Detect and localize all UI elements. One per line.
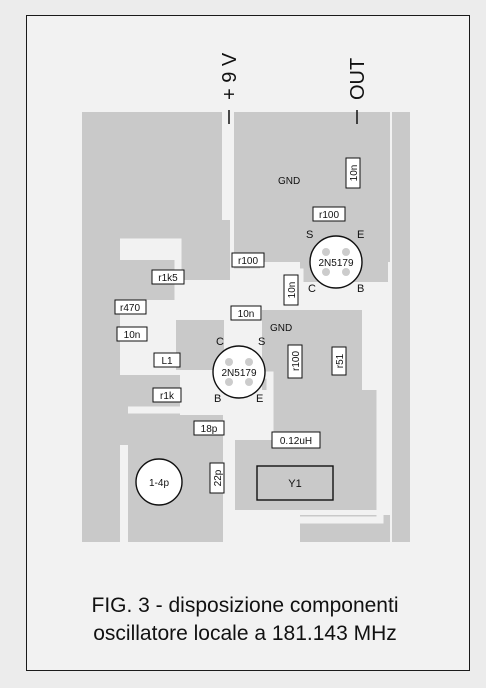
c-vert-label: 10n	[287, 282, 298, 299]
l1-label: L1	[161, 356, 173, 367]
q1-part: 2N5179	[318, 258, 353, 269]
q1-pin-b: B	[357, 283, 364, 295]
c-mid-label: 10n	[238, 309, 255, 320]
q2-pin-e: E	[256, 393, 263, 405]
q2-pad-2	[245, 358, 253, 366]
supply-label: + 9 V	[219, 52, 241, 100]
gap-6	[226, 510, 300, 534]
trimmer-body	[135, 458, 183, 506]
r-vert-label: r100	[291, 351, 302, 371]
r-470-box	[114, 299, 147, 315]
r-470-label: r470	[120, 303, 140, 314]
gnd-label-center: GND	[270, 323, 292, 334]
r-mid-box	[231, 252, 265, 268]
transistor-q1: 2N5179 S E C B	[306, 229, 364, 295]
transistor-q2: 2N5179 C S B E	[212, 336, 266, 405]
l1-box	[153, 352, 181, 368]
copper-pad-right-edge	[392, 112, 410, 542]
c-mid-box	[230, 305, 262, 321]
copper-pad-left-strip	[82, 242, 120, 542]
c-left-box	[116, 326, 148, 342]
crystal-box	[256, 465, 334, 501]
r-1k-box	[152, 387, 182, 403]
q1-pad-4	[342, 268, 350, 276]
q2-pad-3	[225, 378, 233, 386]
gap-2	[230, 268, 304, 310]
q1-pin-c: C	[308, 283, 316, 295]
copper-pours	[82, 112, 410, 542]
inductor-box	[271, 431, 321, 449]
q1-pad-1	[322, 248, 330, 256]
q1-pad-3	[322, 268, 330, 276]
copper-pad-gnd-top	[260, 112, 390, 262]
q1-pin-s: S	[306, 229, 313, 241]
c-22p-label: 22p	[213, 469, 224, 486]
r-51-box	[331, 346, 347, 376]
q1-pad-2	[342, 248, 350, 256]
q1-body	[309, 235, 363, 289]
c-18p-label: 18p	[201, 424, 218, 435]
r-1k-label: r1k	[160, 391, 175, 402]
r-base-label: r1k5	[158, 273, 178, 284]
copper-pad-center-upper	[180, 220, 230, 280]
copper-pad-supply	[234, 112, 260, 272]
q2-body	[212, 345, 266, 399]
r-mid-label: r100	[238, 256, 258, 267]
c-18p-box	[193, 420, 225, 436]
q2-pin-s: S	[258, 336, 265, 348]
q2-pad-1	[225, 358, 233, 366]
copper-pad-crystal	[235, 440, 380, 510]
output-label: OUT	[347, 58, 369, 100]
caption-line-2: oscillatore locale a 181.143 MHz	[93, 622, 397, 645]
trimmer-label: 1-4p	[149, 478, 169, 489]
c-vert-box	[283, 274, 299, 306]
c-left-label: 10n	[124, 330, 141, 341]
c-22p-box	[209, 462, 225, 494]
q2-pin-c: C	[216, 336, 224, 348]
q2-part: 2N5179	[221, 368, 256, 379]
r-base-box	[151, 269, 185, 285]
q1-pin-e: E	[357, 229, 364, 241]
c-out-box	[345, 157, 361, 189]
r-vert-box	[287, 344, 303, 379]
caption-line-1: FIG. 3 - disposizione componenti	[91, 594, 399, 617]
gap-5	[300, 380, 384, 524]
r-51-label: r51	[335, 353, 346, 368]
components: r100 r100 r1k5 r470 10n 10n L1 r1k 18p 0…	[114, 157, 361, 506]
copper-pad-gnd-center	[262, 310, 362, 390]
r-top-box	[312, 206, 346, 222]
q2-pin-b: B	[214, 393, 221, 405]
gnd-label-top: GND	[278, 176, 300, 187]
c-out-label: 10n	[349, 165, 360, 182]
crystal-label: Y1	[288, 478, 301, 490]
inductor-label: 0.12uH	[280, 436, 312, 447]
q2-pad-4	[245, 378, 253, 386]
r-top-label: r100	[319, 210, 339, 221]
